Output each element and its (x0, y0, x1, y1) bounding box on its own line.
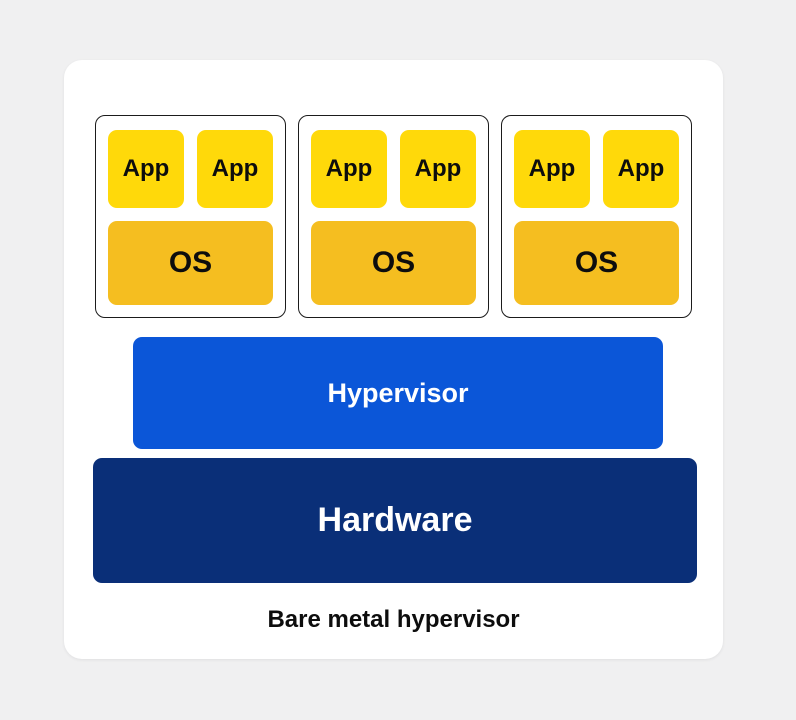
os-box: OS (514, 221, 679, 305)
app-box: App (197, 130, 273, 208)
os-box: OS (108, 221, 273, 305)
app-box: App (603, 130, 679, 208)
os-box: OS (311, 221, 476, 305)
diagram-caption: Bare metal hypervisor (267, 606, 520, 633)
app-box: App (400, 130, 476, 208)
bare-metal-diagram-card: App App OS App App OS App App OS (64, 60, 723, 659)
hypervisor-layer: Hypervisor (133, 337, 663, 449)
app-box: App (108, 130, 184, 208)
vm-row: App App OS App App OS App App OS (64, 115, 723, 318)
app-box: App (311, 130, 387, 208)
hardware-layer: Hardware (93, 458, 697, 583)
vm-box-1: App App OS (95, 115, 286, 318)
vm-box-3: App App OS (501, 115, 692, 318)
vm-2-apps-row: App App (311, 130, 476, 208)
vm-box-2: App App OS (298, 115, 489, 318)
app-box: App (514, 130, 590, 208)
vm-3-apps-row: App App (514, 130, 679, 208)
vm-1-apps-row: App App (108, 130, 273, 208)
